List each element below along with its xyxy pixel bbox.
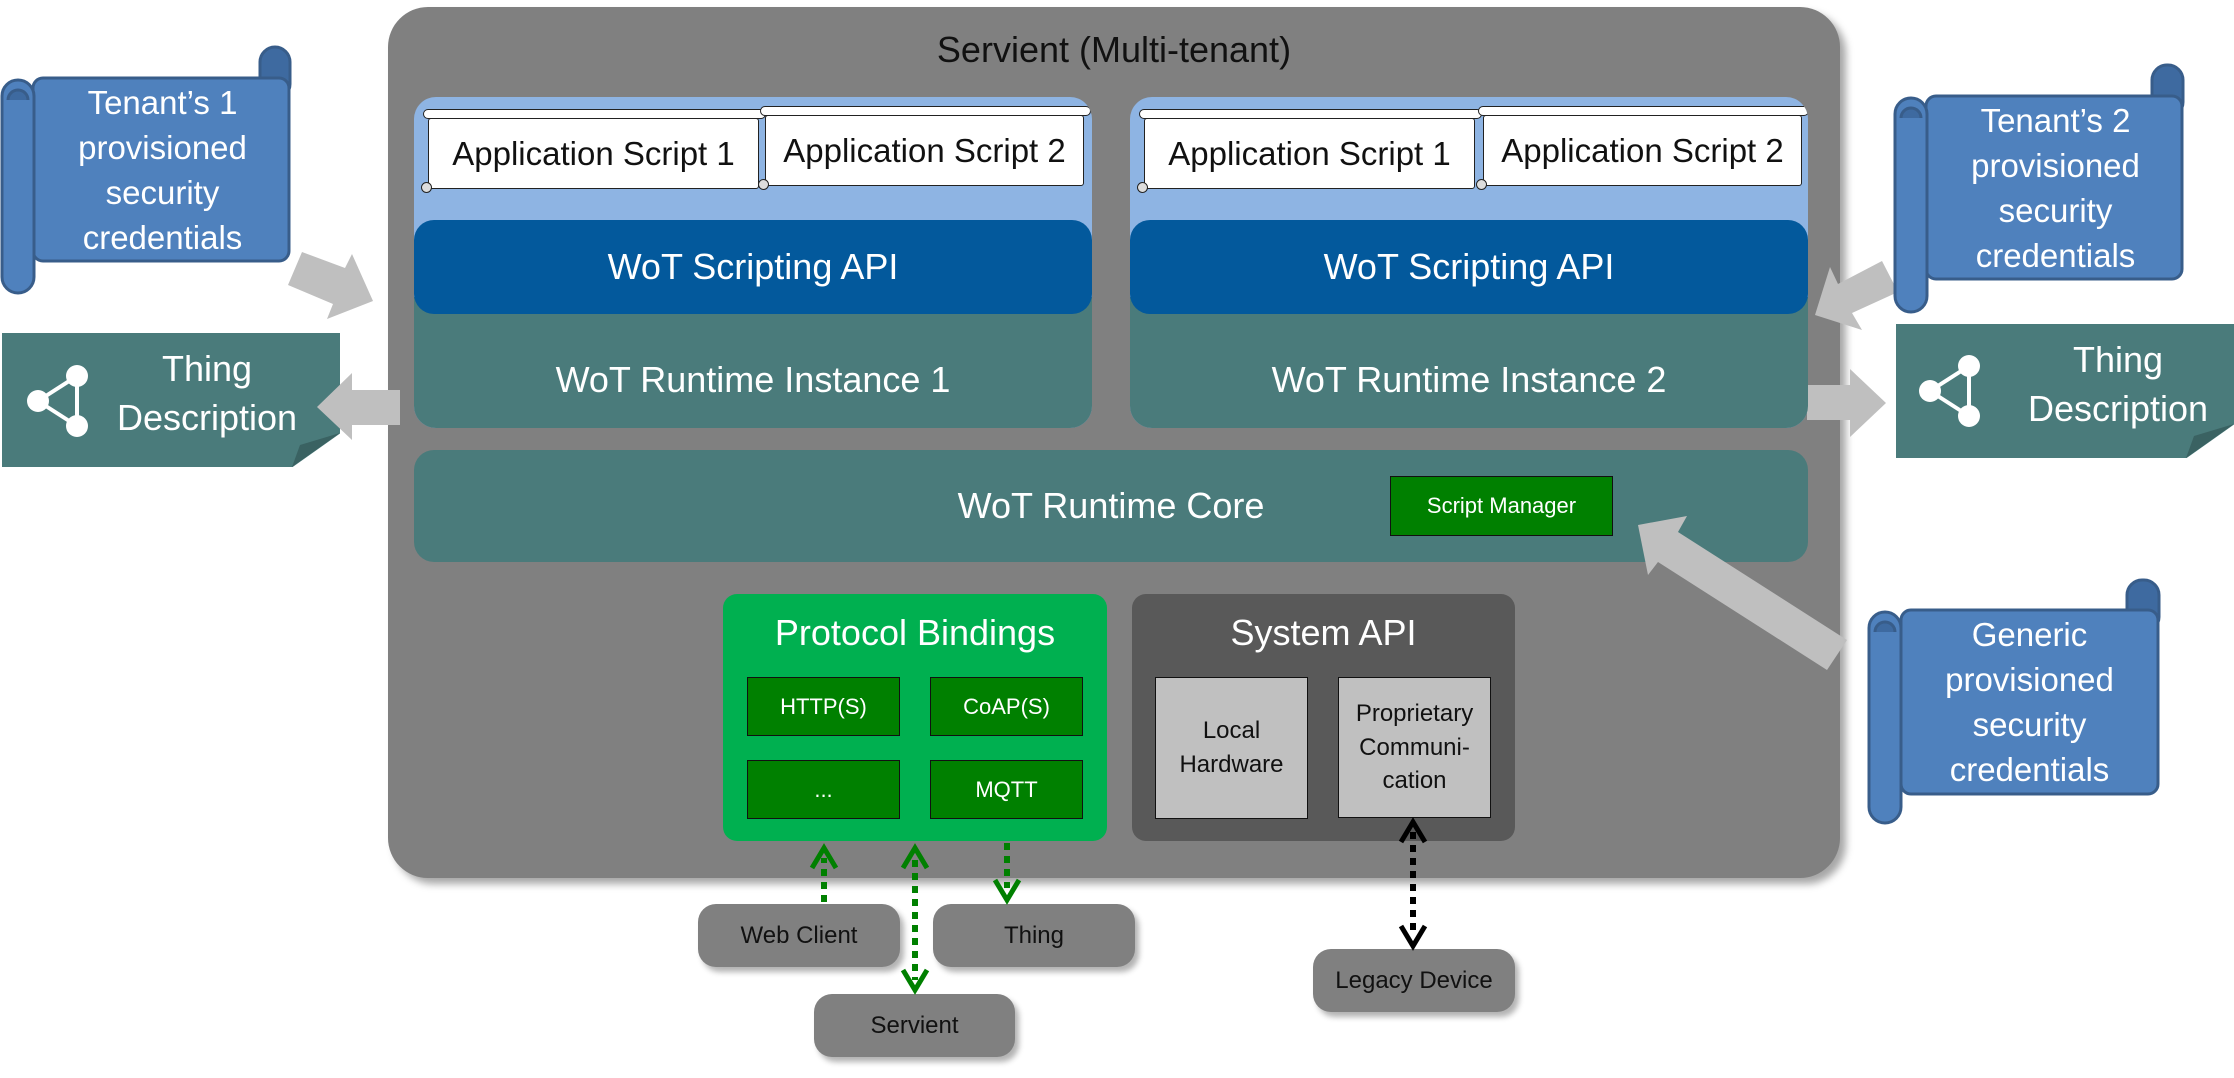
- script-label: Application Script 2: [1501, 131, 1784, 169]
- scripting-api-2: WoT Scripting API: [1130, 220, 1808, 314]
- web-client[interactable]: Web Client: [698, 904, 900, 967]
- scroll-roll-icon: [1139, 109, 1482, 119]
- script-label: Application Script 2: [783, 131, 1066, 169]
- binding-more[interactable]: ...: [747, 760, 900, 819]
- scroll-curl-icon: [1476, 179, 1487, 190]
- protocol-bindings-title: Protocol Bindings: [774, 612, 1056, 653]
- tenant2-credentials: Tenant’s 2 provisioned security credenti…: [1933, 98, 2178, 278]
- proprietary-line-2: Communi-: [1359, 733, 1470, 761]
- td-line-1: Thing: [161, 348, 253, 389]
- credentials-line: credentials: [1975, 237, 2136, 274]
- credentials-line: credentials: [1949, 751, 2110, 788]
- arrow-tenant1-to-servient-icon: [288, 252, 373, 319]
- scripting-api-1: WoT Scripting API: [414, 220, 1092, 314]
- thing-description-left[interactable]: Thing Description: [2, 333, 340, 467]
- script-label: Application Script 1: [452, 134, 735, 172]
- credentials-line: Tenant’s 1: [87, 84, 238, 121]
- runtime-core-label: WoT Runtime Core: [957, 485, 1265, 526]
- servient-title: Servient (Multi-tenant): [936, 29, 1292, 70]
- credentials-line: provisioned: [1971, 147, 2140, 184]
- system-api-title: System API: [1230, 612, 1417, 653]
- scroll-roll-icon: [1478, 106, 1808, 116]
- td-line-1: Thing: [2072, 339, 2164, 380]
- credentials-line: security: [1998, 192, 2113, 229]
- script-manager[interactable]: Script Manager: [1390, 476, 1613, 536]
- application-script-1-instance-1[interactable]: Application Script 1: [421, 109, 766, 193]
- thing-description-right-label: Thing Description: [2008, 336, 2228, 433]
- binding-mqtt[interactable]: MQTT: [930, 760, 1083, 819]
- scroll-curl-icon: [758, 179, 769, 190]
- application-script-1-instance-2[interactable]: Application Script 1: [1137, 109, 1482, 193]
- td-line-2: Description: [2027, 387, 2209, 429]
- credentials-line: credentials: [82, 219, 243, 256]
- generic-credentials: Generic provisioned security credentials: [1907, 612, 2152, 792]
- proprietary-line-1: Proprietary: [1355, 700, 1474, 728]
- credentials-line: security: [1972, 706, 2087, 743]
- local-hardware[interactable]: Local Hardware: [1155, 677, 1308, 819]
- thing-description-left-label: Thing Description: [97, 345, 317, 442]
- binding-http[interactable]: HTTP(S): [747, 677, 900, 736]
- credentials-line: provisioned: [1945, 661, 2114, 698]
- script-label: Application Script 1: [1168, 134, 1451, 172]
- tenant1-credentials: Tenant’s 1 provisioned security credenti…: [40, 80, 285, 260]
- runtime-instance-1: WoT Runtime Instance 1: [414, 297, 1092, 428]
- thing-description-right[interactable]: Thing Description: [1896, 324, 2234, 458]
- credentials-line: Tenant’s 2: [1980, 102, 2131, 139]
- scroll-roll-icon: [760, 106, 1091, 116]
- binding-coap[interactable]: CoAP(S): [930, 677, 1083, 736]
- runtime-instance-panel-1: Application Script 1 Application Script …: [414, 97, 1092, 428]
- application-script-2-instance-1[interactable]: Application Script 2: [758, 106, 1091, 190]
- local-hardware-line-1: Local: [1202, 717, 1261, 745]
- td-line-2: Description: [116, 396, 298, 438]
- credentials-line: provisioned: [78, 129, 247, 166]
- credentials-line: Generic: [1971, 616, 2088, 653]
- thing[interactable]: Thing: [933, 904, 1135, 967]
- scroll-curl-icon: [1137, 182, 1148, 193]
- external-servient[interactable]: Servient: [814, 994, 1015, 1057]
- proprietary-line-3: cation: [1382, 767, 1447, 795]
- scroll-curl-icon: [421, 182, 432, 193]
- runtime-instance-panel-2: Application Script 1 Application Script …: [1130, 97, 1808, 428]
- proprietary-communication[interactable]: Proprietary Communi- cation: [1338, 677, 1491, 818]
- legacy-device[interactable]: Legacy Device: [1313, 949, 1515, 1012]
- runtime-instance-2: WoT Runtime Instance 2: [1130, 297, 1808, 428]
- scroll-roll-icon: [423, 109, 766, 119]
- application-script-2-instance-2[interactable]: Application Script 2: [1476, 106, 1808, 190]
- local-hardware-line-2: Hardware: [1179, 751, 1284, 778]
- credentials-line: security: [105, 174, 220, 211]
